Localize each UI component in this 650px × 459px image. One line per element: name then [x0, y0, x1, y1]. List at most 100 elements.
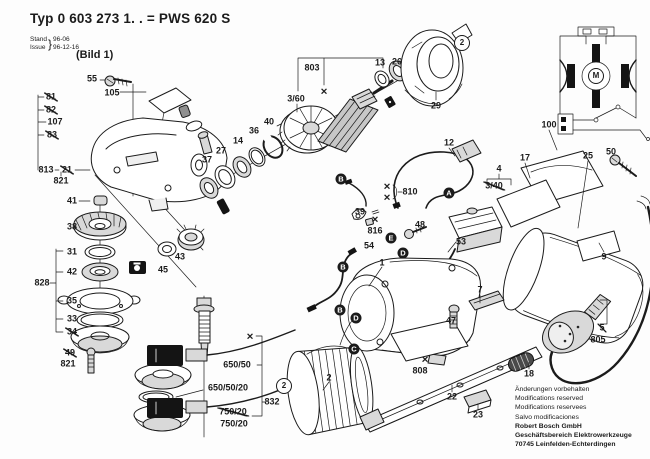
figure-caption: (Bild 1) — [76, 49, 114, 61]
clamping-flanges — [134, 364, 191, 431]
part-label-650/50: 650/50 — [223, 359, 251, 370]
bevel-gear-parts — [158, 225, 204, 256]
part-label-3/60: 3/60 — [287, 93, 305, 104]
marker-M: M — [588, 68, 604, 84]
issue-value: 96-12-16 — [53, 43, 80, 51]
part-label-3/40: 3/40 — [483, 180, 505, 191]
part-label-803: 803 — [304, 62, 320, 73]
part-label-808: 808 — [412, 365, 428, 376]
wiring-schematic — [558, 27, 650, 141]
marker-D: D — [350, 312, 362, 324]
field-housing-group — [495, 151, 650, 383]
marker-E: E — [385, 232, 397, 244]
part-label-14: 14 — [232, 135, 244, 146]
shaft-rings — [196, 133, 286, 215]
part-label-53: 53 — [455, 236, 467, 247]
marker-2: 2 — [454, 35, 470, 51]
footer-line: Robert Bosch GmbH — [515, 422, 582, 430]
revision-brace: } — [48, 36, 53, 51]
part-label-832: 832 — [264, 396, 280, 407]
marker-A: A — [443, 187, 455, 199]
footer-line: Modifications reserved — [515, 395, 583, 403]
part-label-828: 828 — [34, 277, 50, 288]
marker-C: C — [348, 343, 360, 355]
part-label-41: 41 — [66, 195, 78, 206]
part-label-81: 81 — [43, 91, 59, 102]
header: Typ 0 603 273 1. . = PWS 620 S — [30, 11, 231, 26]
part-label-805: 805 — [590, 334, 606, 345]
part-label-25: 25 — [582, 150, 594, 161]
stand-value: 96-06 — [53, 36, 70, 43]
part-label-37: 37 — [201, 154, 213, 165]
part-label-750/20: 750/20 — [220, 418, 248, 429]
part-label-✕: ✕ — [383, 181, 391, 192]
part-label-36: 36 — [248, 125, 260, 136]
part-label-1: 1 — [379, 257, 385, 268]
spindle — [194, 298, 214, 357]
part-label-34: 34 — [64, 326, 80, 337]
typ-value: 0 603 273 1. . = PWS 620 S — [57, 11, 231, 26]
part-label-50: 50 — [605, 146, 617, 157]
footer-line: Änderungen vorbehalten — [515, 386, 590, 393]
gear-housing — [91, 118, 227, 211]
part-label-33: 33 — [66, 313, 78, 324]
part-label-12: 12 — [443, 137, 455, 148]
part-label-816: 816 — [367, 225, 383, 236]
marker-D: D — [397, 247, 409, 259]
part-label-26: 26 — [391, 56, 403, 67]
power-plug — [535, 291, 623, 362]
part-label-813: 813 — [38, 164, 54, 175]
part-label-750/20: 750/20 — [217, 406, 249, 417]
marker-2: 2 — [276, 378, 292, 394]
spindle-lock-parts — [105, 76, 212, 154]
part-label-2: 2 — [326, 372, 332, 383]
part-label-821: 821 — [60, 358, 76, 369]
footer-line: 70745 Leinfelden-Echterdingen — [515, 441, 616, 449]
part-label-40: 40 — [263, 116, 275, 127]
part-label-42: 42 — [66, 266, 78, 277]
part-label-✕: ✕ — [246, 331, 254, 342]
part-label-21: 21 — [59, 164, 75, 175]
part-label-83: 83 — [44, 129, 60, 140]
issue-label: Issue — [30, 43, 46, 51]
part-label-7: 7 — [477, 284, 483, 295]
marker-B: B — [335, 173, 347, 185]
part-label-35: 35 — [66, 295, 78, 306]
part-label-105: 105 — [104, 87, 120, 98]
part-label-49: 49 — [62, 347, 78, 358]
leader-lines — [38, 58, 617, 416]
part-label-27: 27 — [215, 145, 227, 156]
part-label-17: 17 — [519, 152, 531, 163]
part-label-22: 22 — [446, 391, 458, 402]
footer-line: Salvo modificaciones — [515, 413, 579, 421]
part-label-39: 39 — [354, 206, 366, 217]
handle-rail-group — [360, 291, 542, 432]
part-label-45: 45 — [157, 264, 169, 275]
part-label-54: 54 — [363, 240, 375, 251]
part-label-9: 9 — [601, 251, 607, 262]
grease-icon — [129, 261, 146, 274]
part-label-82: 82 — [43, 104, 59, 115]
footer-line: Modifications reservees — [515, 404, 587, 412]
marker-B: B — [334, 304, 346, 316]
stand-label: Stand — [30, 36, 47, 43]
part-label-47: 47 — [445, 315, 457, 326]
part-label-48: 48 — [414, 219, 426, 230]
part-label-38: 38 — [66, 221, 78, 232]
part-label-43: 43 — [174, 251, 186, 262]
footer-line: Geschäftsbereich Elektrowerkzeuge — [515, 431, 632, 439]
part-label-✕: ✕ — [320, 86, 328, 97]
part-label-31: 31 — [66, 246, 78, 257]
part-label-13: 13 — [374, 57, 386, 68]
part-label-5: 5 — [597, 322, 607, 333]
fan-baffle — [401, 24, 472, 106]
armature — [277, 58, 410, 153]
part-label-18: 18 — [523, 368, 535, 379]
part-label-29: 29 — [430, 100, 442, 111]
part-label-23: 23 — [472, 409, 484, 420]
